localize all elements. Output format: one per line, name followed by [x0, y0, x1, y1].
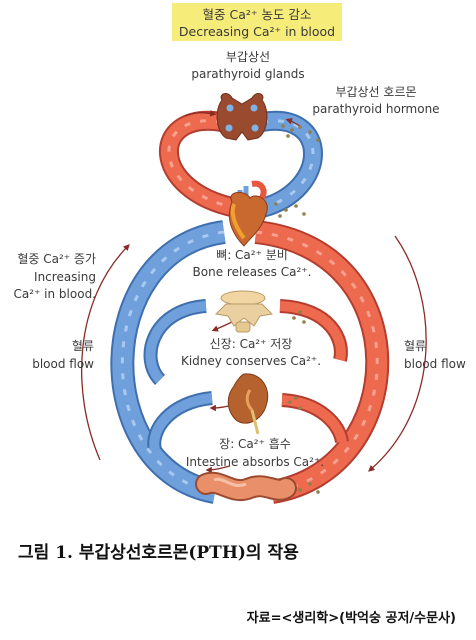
bone-label-en: Bone releases Ca²⁺.: [193, 265, 312, 279]
increasing-label-en2: Ca²⁺ in blood.: [13, 287, 96, 301]
right-artery-vessel: [254, 220, 390, 504]
parathyroid-label-ko: 부갑상선: [226, 50, 270, 64]
kidney-icon: [227, 373, 269, 435]
upper-vein-vessel: [258, 110, 323, 218]
flow-right-ko: 혈류: [404, 339, 426, 353]
increasing-label-ko: 혈중 Ca²⁺ 증가: [17, 252, 96, 266]
top-label-ko: 혈중 Ca²⁺ 농도 감소: [203, 7, 312, 22]
hormone-label-en: parathyroid hormone: [312, 102, 439, 116]
vertebra-bone-icon: [214, 290, 274, 333]
pth-diagram: 혈중 Ca²⁺ 농도 감소 Decreasing Ca²⁺ in blood 부…: [13, 3, 466, 504]
hormone-label-ko: 부갑상선 호르몬: [335, 85, 416, 99]
intestine-icon: [195, 471, 297, 501]
source-credit: 자료=<생리학>(박억숭 공저/수문사): [246, 611, 456, 626]
parathyroid-label-en: parathyroid glands: [191, 67, 304, 81]
figure-caption: 그림 1. 부갑상선호르몬(PTH)의 작용: [18, 543, 299, 563]
left-vein-vessel: [110, 220, 227, 504]
top-label-highlight: [172, 3, 342, 41]
bone-label-ko: 뼈: Ca²⁺ 분비: [216, 248, 288, 262]
hormone-dots: [274, 124, 320, 494]
flow-left-en: blood flow: [32, 357, 94, 371]
parathyroid-gland-icon: [216, 93, 268, 141]
heart-icon: [228, 180, 268, 247]
intestine-label-en: Intestine absorbs Ca²⁺.: [186, 455, 324, 469]
top-label-en: Decreasing Ca²⁺ in blood: [179, 24, 335, 39]
upper-artery-vessel: [159, 110, 239, 218]
intestine-label-ko: 장: Ca²⁺ 흡수: [219, 437, 291, 451]
flow-right-en: blood flow: [404, 357, 466, 371]
flow-left-ko: 혈류: [72, 339, 94, 353]
increasing-label-en1: Increasing: [34, 270, 96, 284]
kidney-label-en: Kidney conserves Ca²⁺.: [181, 354, 321, 368]
kidney-label-ko: 신장: Ca²⁺ 저장: [210, 337, 293, 351]
